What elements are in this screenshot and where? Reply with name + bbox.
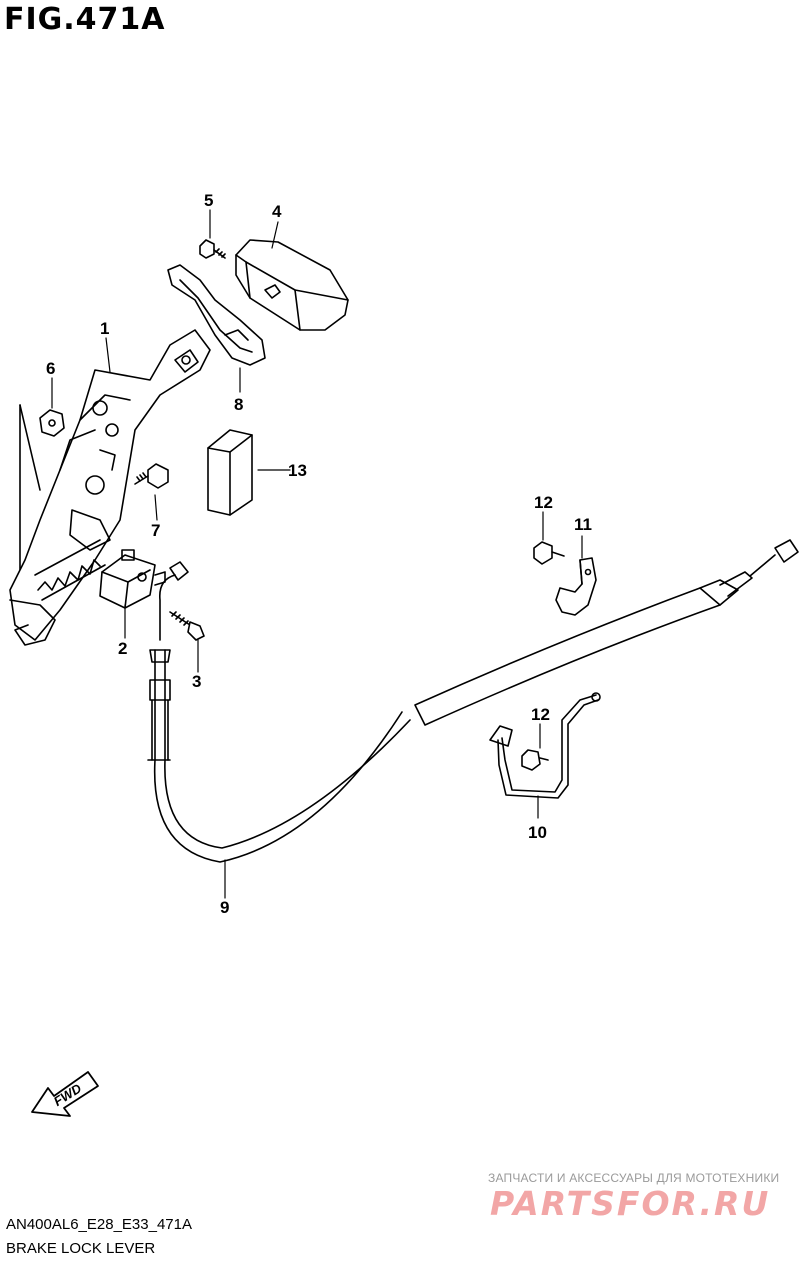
part-pad-13 xyxy=(207,429,253,516)
part-cushion-8 xyxy=(167,264,266,366)
callout-5: 5 xyxy=(204,191,213,210)
callout-8: 8 xyxy=(234,395,243,414)
callout-1: 1 xyxy=(100,319,109,338)
part-lever-bracket xyxy=(9,329,211,646)
part-lever-cover xyxy=(235,239,349,331)
callout-6: 6 xyxy=(46,359,55,378)
part-screw-5 xyxy=(199,239,226,259)
watermark-logo: PARTSFOR.RU xyxy=(490,1184,771,1223)
callout-2: 2 xyxy=(118,639,127,658)
part-nut-6 xyxy=(39,409,65,437)
callout-12b: 12 xyxy=(531,705,550,724)
part-clamp-11 xyxy=(555,557,597,616)
watermark-tagline: ЗАПЧАСТИ И АКСЕССУАРЫ ДЛЯ МОТОТЕХНИКИ xyxy=(488,1171,780,1185)
figure-code: AN400AL6_E28_E33_471A xyxy=(6,1216,192,1233)
part-bolt-7 xyxy=(134,463,169,489)
callout-11: 11 xyxy=(574,515,592,534)
part-screw-3 xyxy=(169,611,205,641)
figure-title: FIG.471A xyxy=(4,2,166,37)
fwd-arrow-icon xyxy=(31,1071,99,1117)
part-cable-9 xyxy=(147,539,799,863)
callout-3: 3 xyxy=(192,672,201,691)
part-switch-housing xyxy=(99,549,166,609)
callout-12a: 12 xyxy=(534,493,553,512)
callout-13: 13 xyxy=(288,461,307,480)
callout-4: 4 xyxy=(272,202,282,221)
part-bracket-10 xyxy=(489,692,601,799)
callout-10: 10 xyxy=(528,823,547,842)
figure-caption: BRAKE LOCK LEVER xyxy=(6,1240,156,1257)
callout-9: 9 xyxy=(220,898,229,917)
part-bolt-12 xyxy=(521,541,565,771)
leader-lines xyxy=(51,209,583,899)
callout-7: 7 xyxy=(151,521,160,540)
